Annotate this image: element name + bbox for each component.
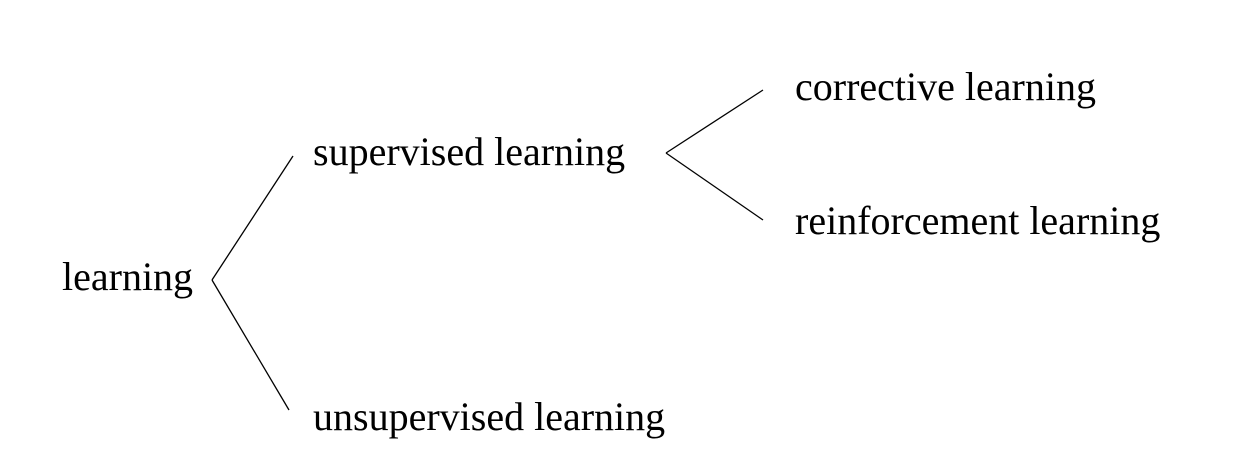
node-reinforcement-learning: reinforcement learning <box>795 198 1160 243</box>
edge-learning-supervised <box>211 155 294 281</box>
node-supervised-learning: supervised learning <box>313 129 625 174</box>
node-unsupervised-learning: unsupervised learning <box>313 394 665 439</box>
node-corrective-learning: corrective learning <box>795 64 1096 109</box>
node-learning: learning <box>62 254 193 299</box>
edge-learning-unsupervised <box>211 279 290 411</box>
edge-supervised-reinforcement <box>665 152 764 221</box>
edge-supervised-corrective <box>665 89 764 154</box>
